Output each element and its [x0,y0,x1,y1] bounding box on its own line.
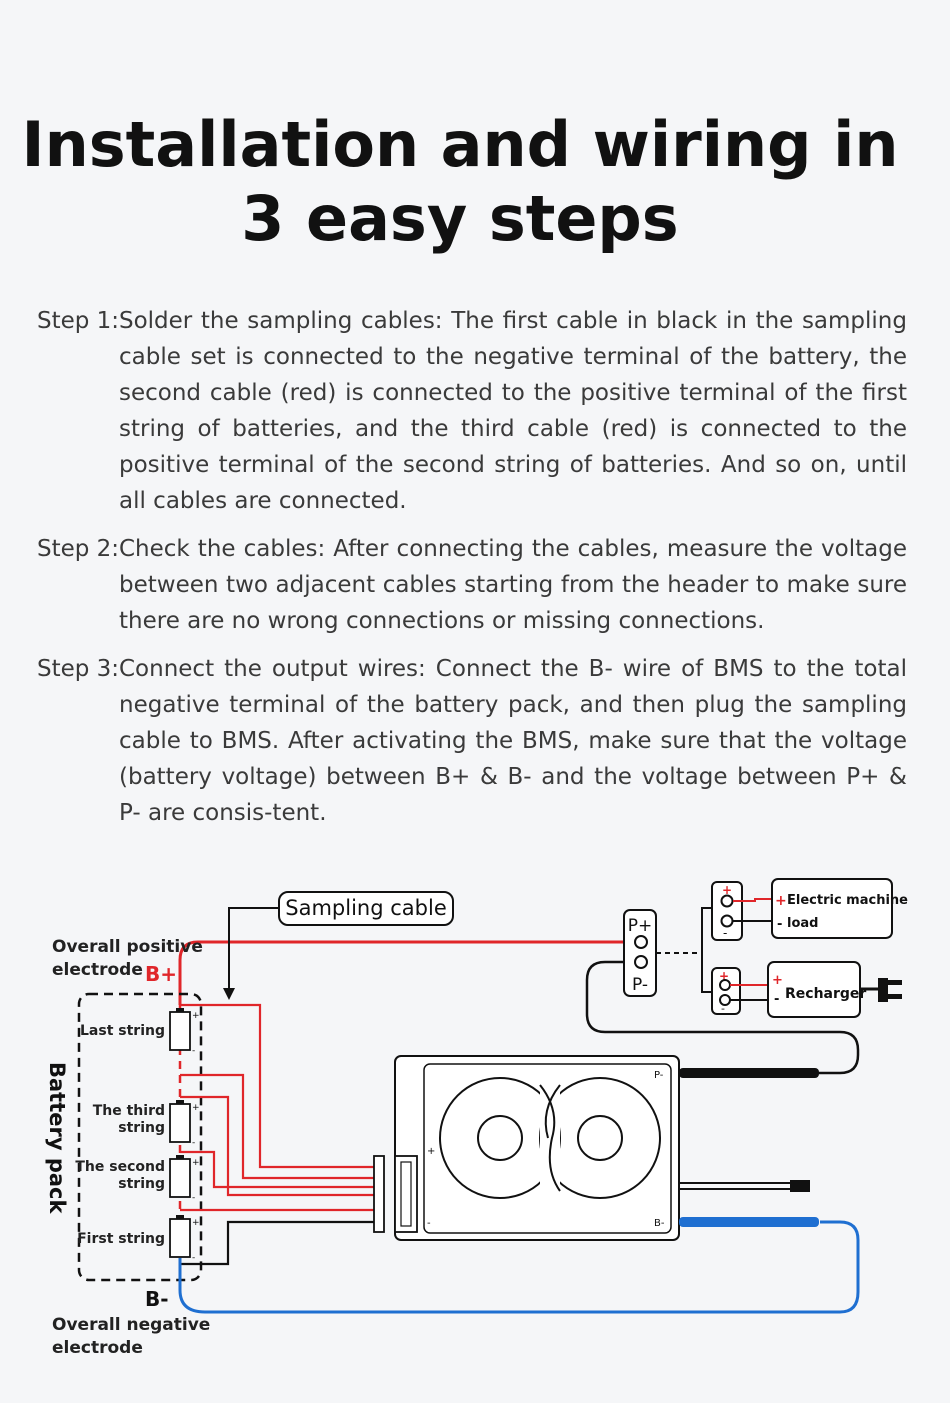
cell-minus: - [192,1138,195,1148]
third-string-label: The third [93,1103,165,1119]
load-switch [711,881,743,941]
machine-plus: + [775,893,787,909]
title-line-1: Installation and wiring in [21,108,899,181]
last-string-label: Last string [80,1023,165,1039]
step-2: Step 2: Check the cables: After connecti… [37,531,907,639]
title-line-2: 3 easy steps [241,182,679,255]
charger-switch [711,967,741,1015]
sampling-wire-black [180,1220,375,1266]
power-plug-icon [860,978,902,1002]
branch-bracket [701,907,712,993]
cell-plus: + [192,1103,200,1113]
bms-b-minus: B- [654,1218,665,1229]
cell-minus: - [192,1193,195,1203]
wiring-diagram: Sampling cable Overall positive electrod… [45,878,908,1358]
battery-pack-label: Battery pack [45,1062,69,1215]
battery-pack-box [77,992,203,1282]
positive-main-wire [178,940,628,1005]
sampling-plug [373,1155,385,1233]
cell-first [169,1215,191,1258]
second-string-label: The second [75,1159,165,1175]
p-plus-label: P+ [628,916,653,936]
bms-plus: + [427,1146,435,1157]
cell-plus: + [192,1011,200,1021]
p-minus-label: P- [632,975,648,995]
step-3: Step 3: Connect the output wires: Connec… [37,651,907,831]
cell-last [169,1008,191,1051]
step-1: Step 1: Solder the sampling cables: The … [37,303,907,519]
machine-minus: - [777,917,782,932]
b-plus-label: B+ [145,962,177,986]
first-string-label: First string [77,1231,165,1247]
overall-negative-label-2: electrode [52,1338,143,1358]
b-minus-lead [679,1217,819,1227]
cell-plus: + [192,1218,200,1228]
p-minus-wire [585,960,860,1075]
arrow-head [223,988,235,1000]
b-minus-label: B- [145,1287,169,1311]
recharger-label: Recharger [785,986,866,1002]
recharger-minus: - [774,992,779,1007]
step-text: Connect the output wires: Connect the B-… [119,656,907,826]
overall-negative-label: Overall negative [52,1315,210,1335]
cell-plus: + [192,1158,200,1168]
step-label: Step 2: [37,536,120,562]
steps-list: Step 1: Solder the sampling cables: The … [37,303,907,843]
second-string-label-2: string [118,1176,165,1192]
bms-p-minus: P- [654,1070,664,1081]
overall-positive-label: Overall positive [52,937,203,957]
overall-positive-label-2: electrode [52,960,143,980]
switch-minus: - [723,926,727,940]
p-minus-lead [679,1068,819,1078]
cell-minus: - [192,1253,195,1263]
page-title: Installation and wiring in 3 easy steps [0,108,920,256]
electric-machine-label: Electric machine [787,893,908,908]
load-label: load [787,916,818,931]
step-text: Check the cables: After connecting the c… [119,536,907,634]
negative-main-wire [178,1220,860,1314]
switch-minus: - [721,1002,725,1015]
switch-plus: + [722,883,732,897]
third-string-label-2: string [118,1120,165,1136]
sampling-cable-arrow [228,907,279,992]
bms-minus: - [427,1218,431,1229]
sampling-wire-2 [180,1073,375,1180]
temp-sensor [790,1180,810,1192]
bms-board [394,1055,680,1241]
step-label: Step 1: [37,308,120,334]
cell-minus: - [192,1046,195,1056]
switch-plus: + [719,969,729,983]
sampling-wire-4 [180,1150,375,1189]
sampling-wire-1 [180,1003,375,1169]
electric-machine-box [771,878,893,939]
sampling-cable-label: Sampling cable [285,896,446,920]
sampling-wire-3 [180,1095,375,1197]
cell-second [169,1155,191,1198]
cell-third [169,1100,191,1143]
step-label: Step 3: [37,656,120,682]
recharger-plus: + [772,973,783,988]
step-text: Solder the sampling cables: The first ca… [119,308,907,514]
